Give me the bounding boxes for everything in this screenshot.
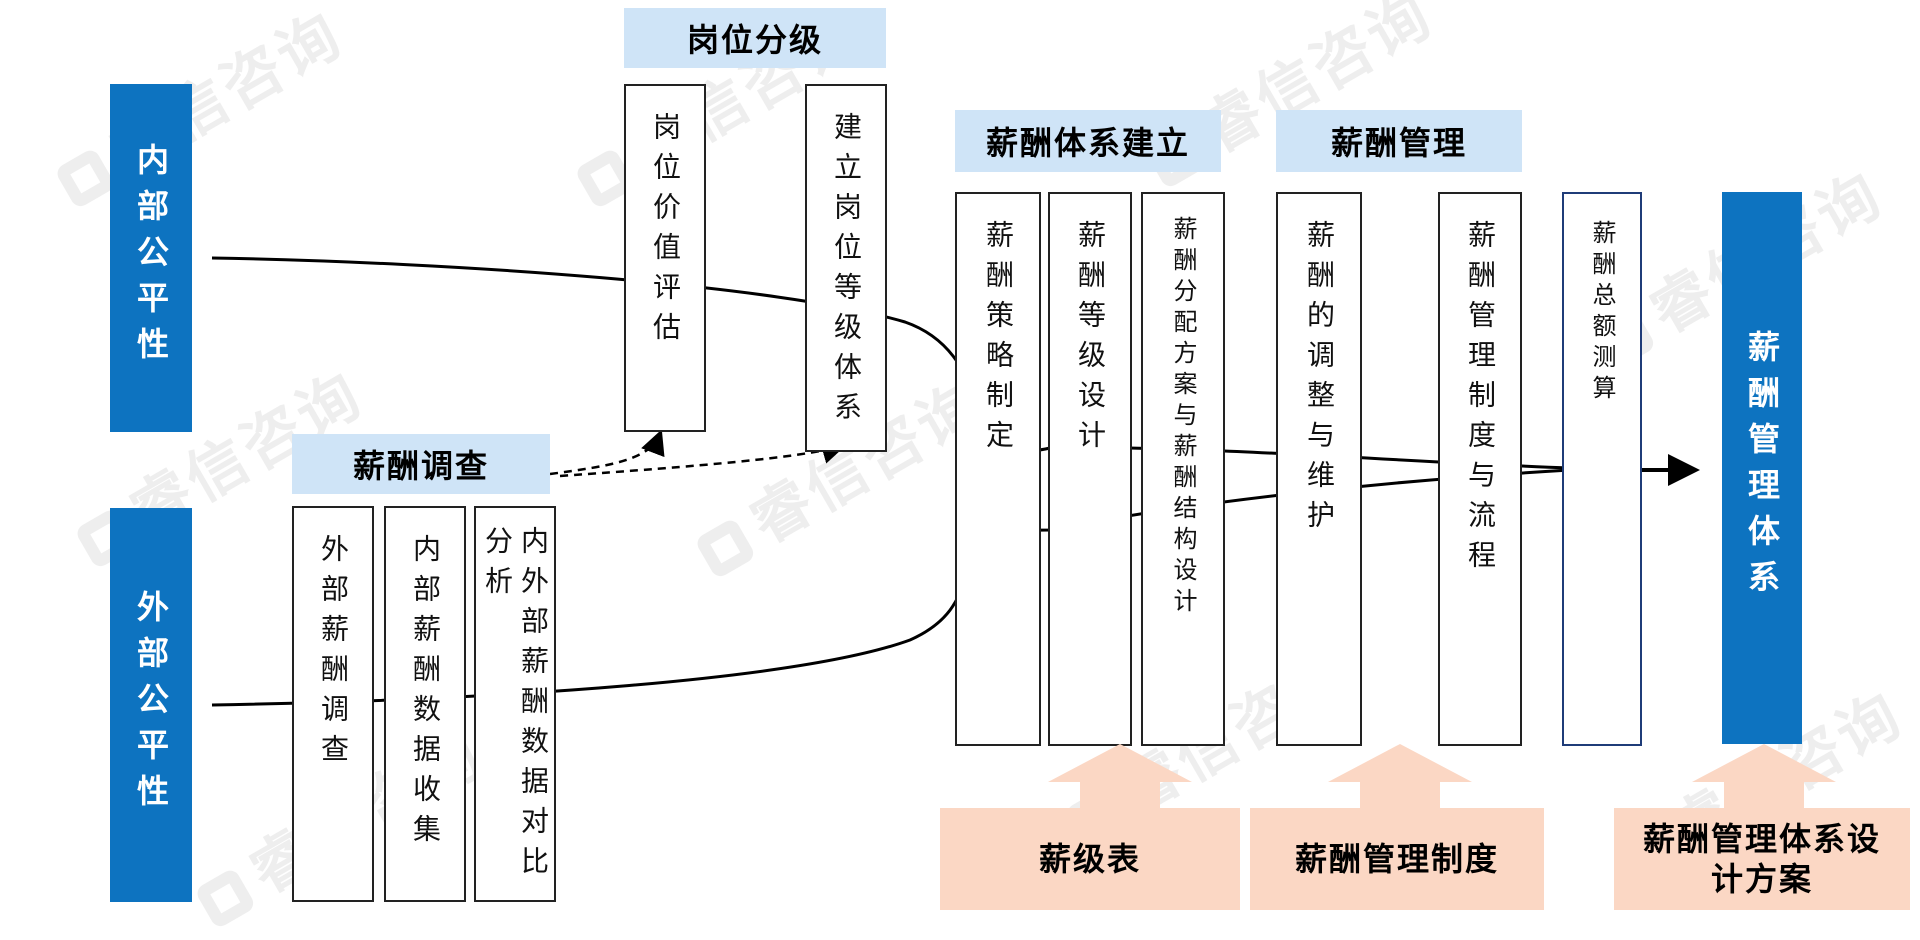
job-level-system-box: 建立岗位等级体系 (805, 84, 887, 452)
salary-total-estimate-box: 薪酬总额测算 (1562, 192, 1642, 746)
salary-distribution-box: 薪酬分配方案与薪酬结构设计 (1141, 192, 1225, 746)
output-system-design-plan: 薪酬管理体系设计方案 (1614, 808, 1910, 910)
salary-adjustment-box: 薪酬的调整与维护 (1276, 192, 1362, 746)
up-arrow-icon (1048, 744, 1192, 812)
salary-system-build-header: 薪酬体系建立 (955, 110, 1221, 172)
output-salary-policy: 薪酬管理制度 (1250, 808, 1544, 910)
salary-management-system-column: 薪酬管理体系 (1722, 192, 1802, 744)
salary-management-header: 薪酬管理 (1276, 110, 1522, 172)
salary-comparison-box: 内外部薪酬数据对比分析 (474, 506, 556, 902)
internal-fairness-column: 内部公平性 (110, 84, 192, 432)
up-arrow-icon (1328, 744, 1472, 812)
dashed-arrow-valuation (549, 429, 665, 476)
salary-policy-process-box: 薪酬管理制度与流程 (1438, 192, 1522, 746)
salary-grade-design-box: 薪酬等级设计 (1048, 192, 1132, 746)
external-fairness-column: 外部公平性 (110, 508, 192, 902)
internal-salary-data-box: 内部薪酬数据收集 (384, 506, 466, 902)
salary-strategy-box: 薪酬策略制定 (955, 192, 1041, 746)
job-valuation-box: 岗位价值评估 (624, 84, 706, 432)
output-salary-scale: 薪级表 (940, 808, 1240, 910)
dashed-arrow-grading (559, 439, 847, 478)
salary-survey-header: 薪酬调查 (292, 434, 550, 494)
up-arrow-icon (1692, 744, 1836, 812)
job-grading-header: 岗位分级 (624, 8, 886, 68)
external-salary-survey-box: 外部薪酬调查 (292, 506, 374, 902)
